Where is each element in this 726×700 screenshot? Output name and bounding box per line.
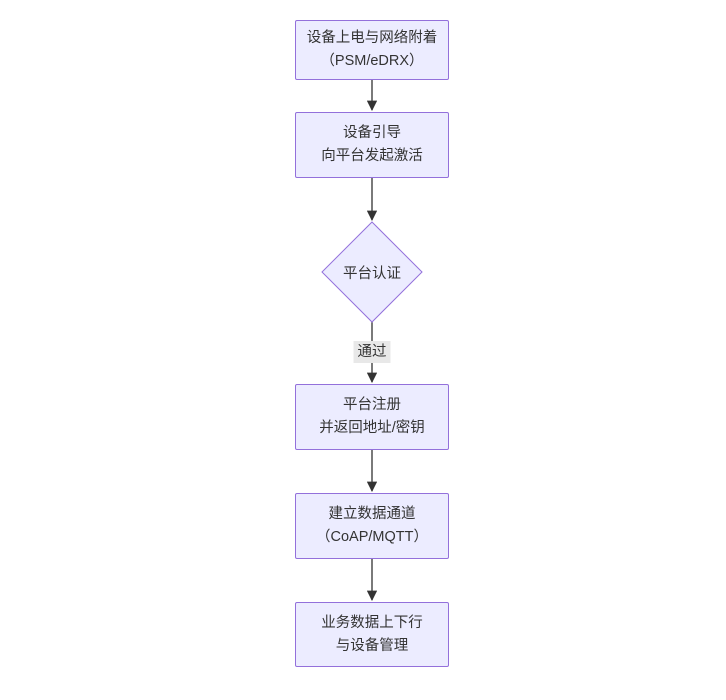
node-platform-register-line-2: 并返回地址/密钥 bbox=[319, 420, 425, 436]
node-business-data-line-1: 业务数据上下行 bbox=[321, 614, 423, 631]
node-data-channel-line-2: （CoAP/MQTT） bbox=[316, 529, 428, 545]
node-platform-auth-label: 平台认证 bbox=[343, 265, 401, 282]
edge-label-pass: 通过 bbox=[353, 341, 391, 363]
node-power-attach-line-1: 设备上电与网络附着 bbox=[306, 30, 438, 46]
node-data-channel-line-1: 建立数据通道 bbox=[328, 506, 416, 522]
node-platform-register: 平台注册 并返回地址/密钥 bbox=[295, 384, 449, 450]
decision-platform-auth-shape bbox=[321, 221, 423, 323]
node-power-attach: 设备上电与网络附着 （PSM/eDRX） bbox=[295, 20, 449, 80]
node-platform-register-line-1: 平台注册 bbox=[343, 397, 401, 413]
node-bootstrap-line-2: 向平台发起激活 bbox=[321, 148, 423, 164]
node-bootstrap-line-1: 设备引导 bbox=[343, 125, 401, 141]
node-bootstrap: 设备引导 向平台发起激活 bbox=[295, 112, 449, 178]
node-data-channel: 建立数据通道 （CoAP/MQTT） bbox=[295, 493, 449, 559]
node-business-data: 业务数据上下行 与设备管理 bbox=[295, 602, 449, 667]
node-power-attach-line-2: （PSM/eDRX） bbox=[320, 53, 424, 69]
node-business-data-line-2: 与设备管理 bbox=[335, 637, 409, 654]
